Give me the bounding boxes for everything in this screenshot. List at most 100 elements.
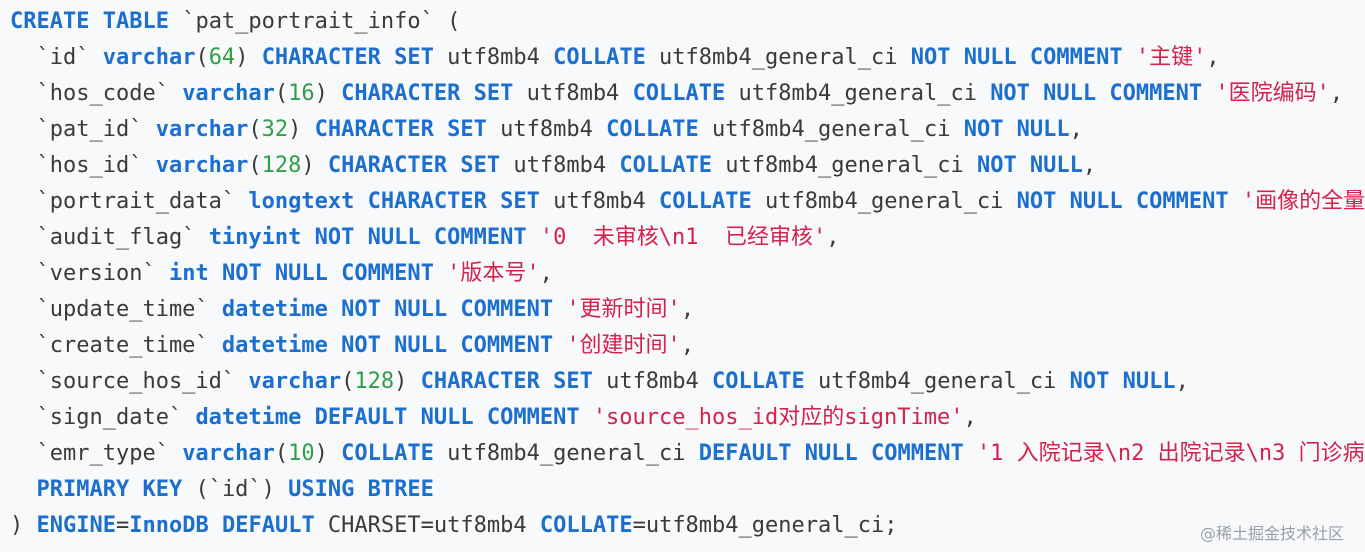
code-token: , — [963, 405, 977, 430]
code-token: varchar — [182, 81, 275, 106]
code-line: `hos_code` varchar(16) CHARACTER SET utf… — [0, 76, 1354, 112]
code-token: DEFAULT NULL COMMENT — [314, 405, 580, 430]
code-token: 64 — [208, 45, 236, 70]
code-token: 32 — [261, 117, 289, 142]
code-line: ) ENGINE=InnoDB DEFAULT CHARSET=utf8mb4 … — [0, 508, 1354, 544]
code-token: , — [1206, 45, 1220, 70]
code-token: '版本号' — [447, 261, 540, 286]
code-token: utf8mb4 — [539, 189, 660, 214]
code-token: utf8mb4 — [433, 45, 554, 70]
code-token — [209, 513, 222, 538]
code-token: COLLATE — [712, 369, 805, 394]
code-token: , — [680, 297, 695, 322]
code-token: (`id`) — [182, 477, 289, 502]
code-token: NOT NULL COMMENT — [341, 297, 554, 322]
code-token — [354, 189, 367, 214]
code-token: DEFAULT NULL COMMENT — [698, 441, 964, 466]
code-token: datetime — [221, 333, 328, 358]
code-token: 128 — [354, 369, 395, 394]
code-token: utf8mb4 — [500, 153, 620, 178]
code-token: , — [680, 333, 695, 358]
watermark: @稀土掘金技术社区 — [1199, 524, 1344, 543]
code-token: varchar — [155, 153, 249, 178]
code-token: ) — [10, 513, 37, 538]
code-line: `audit_flag` tinyint NOT NULL COMMENT '0… — [0, 220, 1354, 256]
code-token: InnoDB — [129, 513, 209, 538]
code-line: `source_hos_id` varchar(128) CHARACTER S… — [0, 364, 1354, 400]
code-token: CHARACTER SET — [367, 189, 540, 214]
code-token: utf8mb4_general_ci — [712, 153, 977, 178]
code-token — [328, 333, 341, 358]
code-token — [301, 225, 314, 250]
code-token: NOT NULL COMMENT — [910, 45, 1123, 70]
code-token: datetime — [221, 297, 328, 322]
code-token — [1123, 45, 1136, 70]
code-token: 'source_hos_id对应的signTime' — [592, 405, 964, 430]
code-token: ( — [248, 117, 262, 142]
code-token: , — [1082, 153, 1097, 178]
code-token: CHARACTER SET — [261, 45, 434, 70]
code-token: USING BTREE — [288, 477, 434, 502]
code-line: `portrait_data` longtext CHARACTER SET u… — [0, 184, 1365, 220]
code-token: longtext — [248, 189, 355, 214]
code-token: varchar — [102, 45, 196, 70]
code-token: CHARACTER SET — [327, 153, 501, 178]
code-token: ) — [288, 117, 315, 142]
code-token — [527, 225, 540, 250]
code-token — [434, 261, 447, 286]
code-token — [10, 477, 37, 502]
code-token: `portrait_data` — [10, 189, 249, 214]
code-token: ( — [248, 153, 262, 178]
code-token: ENGINE — [36, 513, 116, 538]
code-lines: CREATE TABLE `pat_portrait_info` ( `id` … — [0, 4, 1365, 544]
code-line: `sign_date` datetime DEFAULT NULL COMMEN… — [0, 400, 1354, 436]
code-token: CREATE TABLE — [10, 9, 169, 34]
code-token: utf8mb4_general_ci — [698, 117, 964, 142]
code-token: ) — [301, 153, 328, 178]
code-token: utf8mb4_general_ci — [804, 369, 1070, 394]
code-token: `audit_flag` — [10, 225, 209, 250]
code-token: NOT NULL — [963, 117, 1070, 142]
code-token: , — [1175, 369, 1189, 394]
code-token: utf8mb4_general_ci — [433, 441, 699, 466]
code-token: , — [826, 225, 840, 250]
code-token: ) — [394, 369, 421, 394]
code-token: = — [115, 513, 130, 538]
code-token: NOT NULL COMMENT — [990, 81, 1203, 106]
code-line: `update_time` datetime NOT NULL COMMENT … — [0, 292, 1354, 328]
code-token: utf8mb4_general_ci — [645, 45, 911, 70]
code-token: NOT NULL — [1069, 369, 1176, 394]
code-token: `id` — [10, 45, 103, 70]
code-token: , — [1329, 81, 1344, 106]
code-token: NOT NULL — [976, 153, 1083, 178]
code-token: ) — [314, 441, 342, 466]
code-token: `update_time` — [10, 297, 222, 322]
code-token: CHARACTER SET — [420, 369, 593, 394]
code-token: '医院编码' — [1215, 81, 1330, 106]
code-token: '1 入院记录\n2 出院记录\n3 门诊病 — [976, 441, 1365, 466]
code-token: `version` — [10, 261, 169, 286]
code-token: COLLATE — [632, 81, 726, 106]
code-token: COLLATE — [553, 45, 646, 70]
code-token: varchar — [248, 369, 342, 394]
code-line: `hos_id` varchar(128) CHARACTER SET utf8… — [0, 148, 1354, 184]
code-token: `pat_portrait_info` ( — [168, 9, 461, 34]
code-token: `create_time` — [10, 333, 222, 358]
code-token: utf8mb4_general_ci — [725, 81, 991, 106]
code-line: `pat_id` varchar(32) CHARACTER SET utf8m… — [0, 112, 1354, 148]
code-token: COLLATE — [606, 117, 699, 142]
code-line: `emr_type` varchar(10) COLLATE utf8mb4_g… — [0, 436, 1364, 472]
code-token: `sign_date` — [10, 405, 196, 430]
code-token: , — [1069, 117, 1083, 142]
code-token: NOT NULL COMMENT — [314, 225, 527, 250]
code-token: COLLATE — [659, 189, 752, 214]
code-token: CHARACTER SET — [314, 117, 487, 142]
code-token: utf8mb4_general_ci — [751, 189, 1017, 214]
code-token: ) — [314, 81, 342, 106]
code-token: ( — [195, 45, 209, 70]
code-token: CHARACTER SET — [341, 81, 514, 106]
code-token: DEFAULT — [221, 513, 315, 538]
code-token: '画像的全量 — [1241, 189, 1365, 214]
code-token: utf8mb4 — [486, 117, 607, 142]
